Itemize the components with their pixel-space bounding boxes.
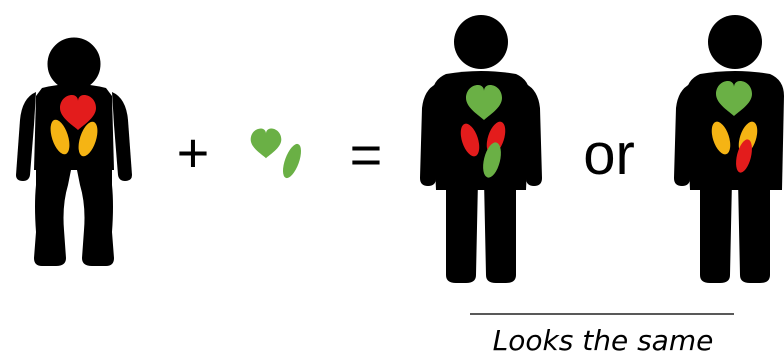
plus-operator: + (177, 121, 210, 184)
result-b-left-leg (700, 180, 732, 283)
sick-figure-left-leg (34, 165, 72, 266)
equals-operator: = (350, 123, 383, 186)
green-oval-organ-icon (279, 142, 304, 181)
or-operator: or (583, 122, 635, 187)
result-a-right-leg (484, 180, 516, 283)
result-figure-b (674, 15, 784, 283)
sick-figure-right-leg (76, 165, 114, 266)
caption-text: Looks the same (493, 324, 714, 357)
result-b-head (708, 15, 762, 69)
result-figure-a (420, 15, 542, 283)
sick-figure (16, 36, 132, 266)
result-b-right-leg (738, 180, 770, 283)
sick-figure-right-arm (112, 92, 132, 181)
green-heart-icon (251, 128, 282, 158)
sick-figure-head (46, 36, 102, 92)
added-organs (251, 128, 305, 180)
sick-figure-left-arm (16, 92, 36, 181)
result-a-left-leg (446, 180, 478, 283)
result-a-head (454, 15, 508, 69)
